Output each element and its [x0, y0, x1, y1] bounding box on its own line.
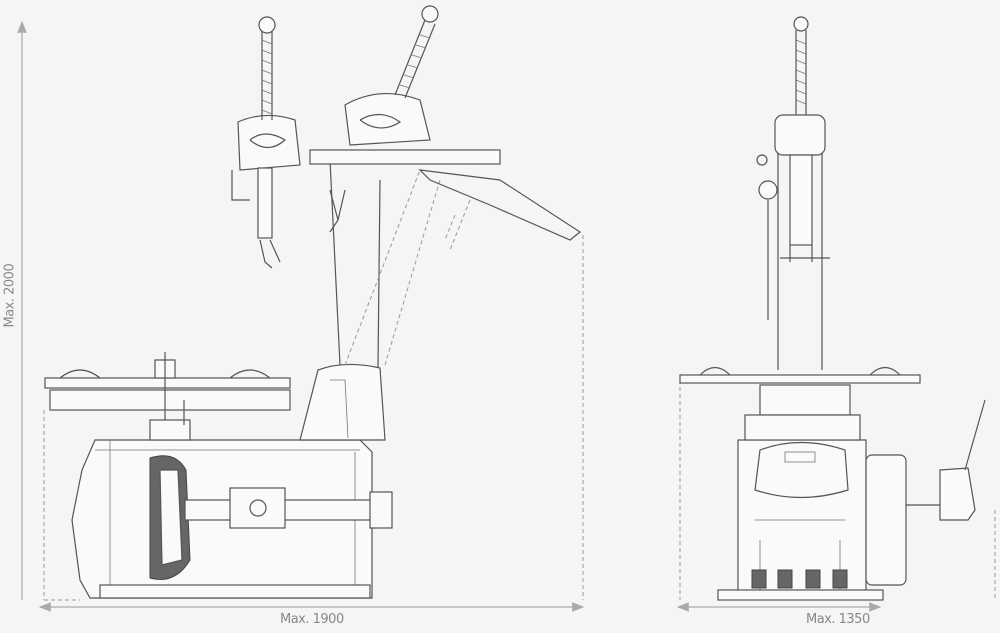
extent-guides [43, 235, 996, 601]
front-view-machine [679, 16, 986, 601]
height-label: Max. 2000 [2, 263, 18, 328]
side-width-label: Max. 1900 [280, 612, 344, 627]
side-view-machine [44, 5, 582, 599]
front-width-label: Max. 1350 [806, 612, 870, 627]
